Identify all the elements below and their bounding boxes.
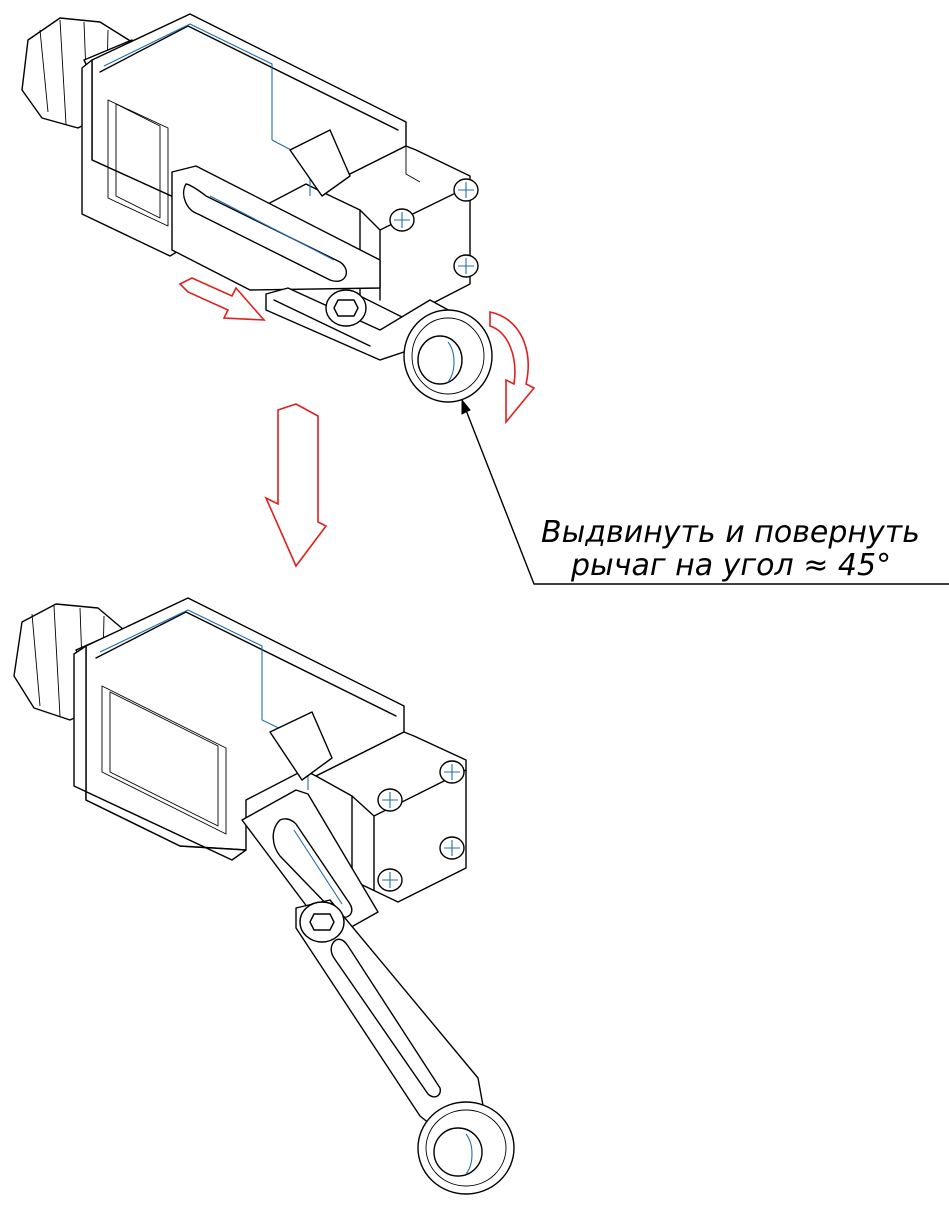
leader <box>461 398 949 585</box>
switch-body-top <box>81 13 407 257</box>
switch-head-top <box>289 129 471 319</box>
screw-1 <box>453 178 479 202</box>
lever-arm-bottom <box>295 899 487 1141</box>
screw-7 <box>377 868 403 892</box>
instruction-line-1: Выдвинуть и повернуть <box>541 515 920 550</box>
screw-3 <box>453 254 479 278</box>
roller-top <box>403 309 493 403</box>
slotted-plate-top <box>171 165 381 291</box>
down-arrow-icon <box>264 403 328 568</box>
switch-after <box>13 597 515 1195</box>
screw-2 <box>389 208 415 232</box>
screw-6 <box>439 836 465 860</box>
roller-bottom <box>417 1101 515 1195</box>
instruction-line-2: рычаг на угол ≈ 45° <box>570 548 891 583</box>
switch-before <box>21 13 536 425</box>
screw-5 <box>377 788 403 812</box>
slide-arrow-icon <box>178 277 266 321</box>
screw-4 <box>439 760 465 784</box>
rotate-arrow-icon <box>489 311 536 425</box>
leader-arrowhead <box>461 398 471 415</box>
